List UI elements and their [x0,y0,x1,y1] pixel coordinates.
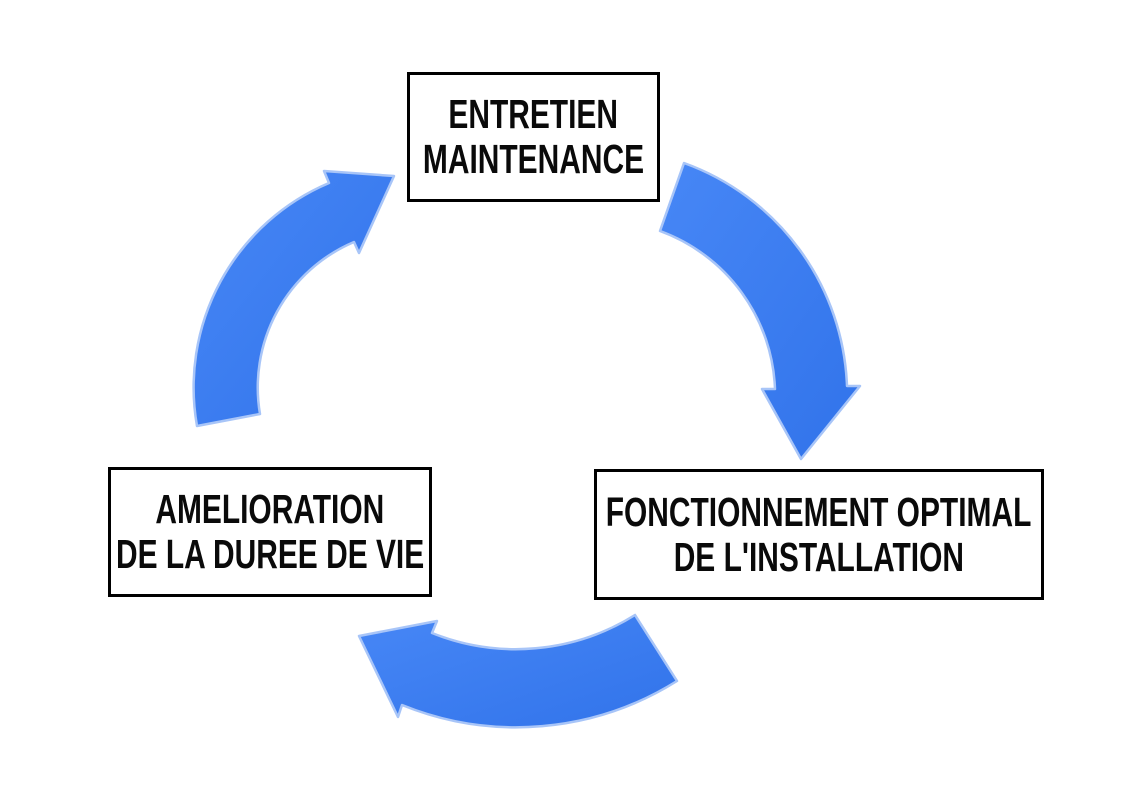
node-label-line: MAINTENANCE [422,136,645,182]
node-label-line: FONCTIONNEMENT OPTIMAL [606,488,1032,535]
node-label-line: AMELIORATION [155,486,385,532]
node-label-line: ENTRETIEN [448,91,619,137]
arrow-left-to-top-icon [192,169,396,428]
node-amelioration-duree-de-vie: AMELIORATION DE LA DUREE DE VIE [108,467,432,597]
arrow-right-to-left-icon [357,613,679,729]
arrow-top-to-right-icon [658,161,862,461]
node-fonctionnement-optimal: FONCTIONNEMENT OPTIMAL DE L'INSTALLATION [594,469,1044,600]
node-label-line: DE L'INSTALLATION [673,533,965,580]
node-label-line: DE LA DUREE DE VIE [115,531,425,577]
node-entretien-maintenance: ENTRETIEN MAINTENANCE [407,72,660,202]
